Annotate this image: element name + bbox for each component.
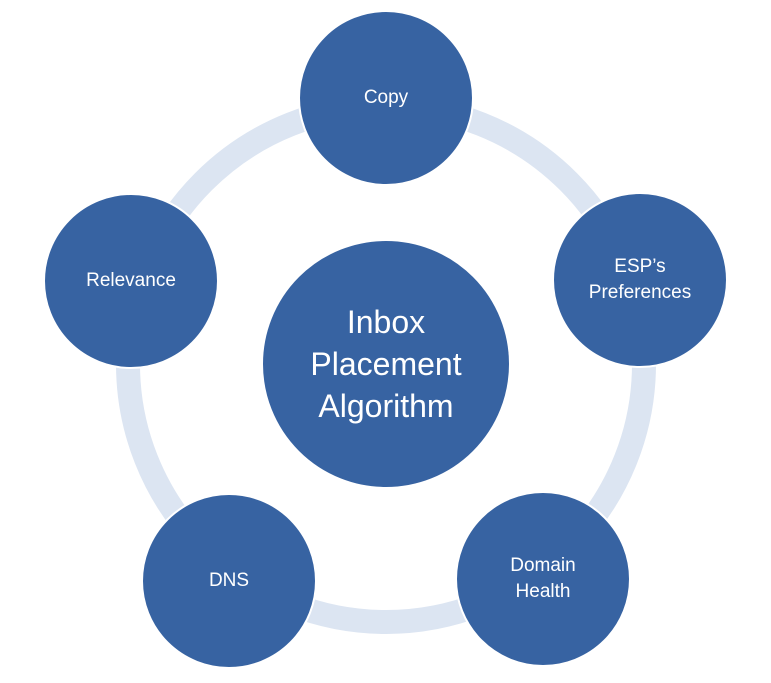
node-domain-health: Domain Health xyxy=(455,491,631,667)
node-relevance-label: Relevance xyxy=(86,270,176,291)
node-relevance: Relevance xyxy=(43,193,219,369)
node-esp-preferences-label: ESP’s Preferences xyxy=(588,256,692,303)
node-domain-health-label: Domain Health xyxy=(510,555,576,602)
node-copy-label: Copy xyxy=(363,87,409,108)
node-copy: Copy xyxy=(298,10,474,186)
node-dns: DNS xyxy=(141,493,317,669)
node-dns-label: DNS xyxy=(208,570,250,591)
node-esp-preferences: ESP’s Preferences xyxy=(552,192,728,368)
center-label: Inbox Placement Algorithm xyxy=(310,304,462,424)
center-node: Inbox Placement Algorithm xyxy=(261,239,511,489)
